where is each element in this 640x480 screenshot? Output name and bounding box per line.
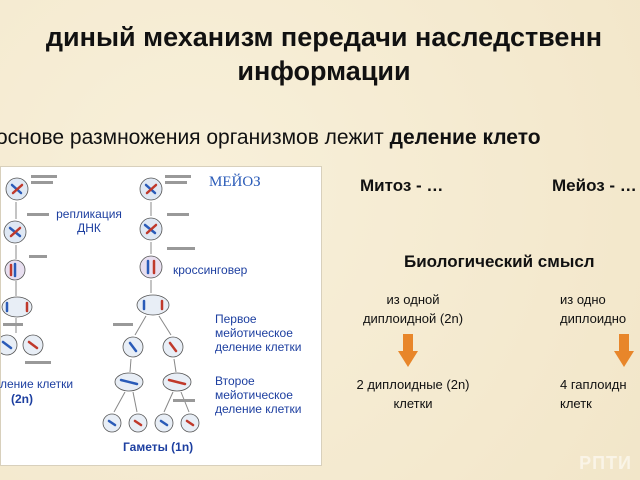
meiosis-first-division-cell <box>136 294 170 316</box>
mitosis-down-arrow-icon <box>398 334 418 367</box>
mitosis-result-text: 2 диплоидные (2n) клетки <box>356 377 470 411</box>
mitosis-anaphase-cell <box>1 296 33 318</box>
mitosis-from-text: из одной диплоидной (2n) <box>362 292 464 326</box>
watermark-logo: РПТИ <box>579 453 632 473</box>
meiosis-from-text: из одно диплоидно <box>560 292 627 326</box>
meiosis-result-text: 4 гаплоидн клетк <box>560 377 627 411</box>
mitosis-cells-count: (2n) <box>11 392 33 406</box>
meiosis-chromosomes <box>107 183 195 427</box>
title-line-2: информации <box>237 56 411 86</box>
meiosis-synapsis-cell <box>139 255 163 279</box>
slide-title: диный механизм передачи наследственн инф… <box>0 20 640 88</box>
mitosis-cells-label: ление клетки <box>0 377 74 391</box>
subtitle-bold-text: деление клето <box>389 126 541 149</box>
crossover-label: кроссинговер <box>173 263 248 277</box>
meiosis-heading: Мейоз - … <box>552 176 637 195</box>
subtitle: основе размножения организмов лежит деле… <box>0 126 541 150</box>
biological-meaning-heading: Биологический смысл <box>404 252 595 271</box>
gametes-label: Гаметы (1n) <box>123 440 194 454</box>
replication-label: репликация ДНК <box>56 207 122 235</box>
cell-division-diagram: МЕЙОЗ репликация ДНК кроссинговер Первое… <box>0 166 322 466</box>
title-line-1: диный механизм передачи наследственн <box>45 22 603 52</box>
first-division-label: Первое мейотическое деление клетки <box>215 312 302 354</box>
meiosis-label: МЕЙОЗ <box>209 174 261 190</box>
mitosis-column <box>1 177 44 356</box>
mitosis-chromosomes <box>1 183 39 350</box>
diagram-drawing <box>1 175 200 433</box>
meiosis-down-arrow-icon <box>614 334 634 367</box>
mitosis-heading: Митоз - … <box>360 176 444 195</box>
second-division-label: Второе мейотическое деление клетки <box>215 374 302 416</box>
subtitle-text: основе размножения организмов лежит <box>0 126 390 149</box>
